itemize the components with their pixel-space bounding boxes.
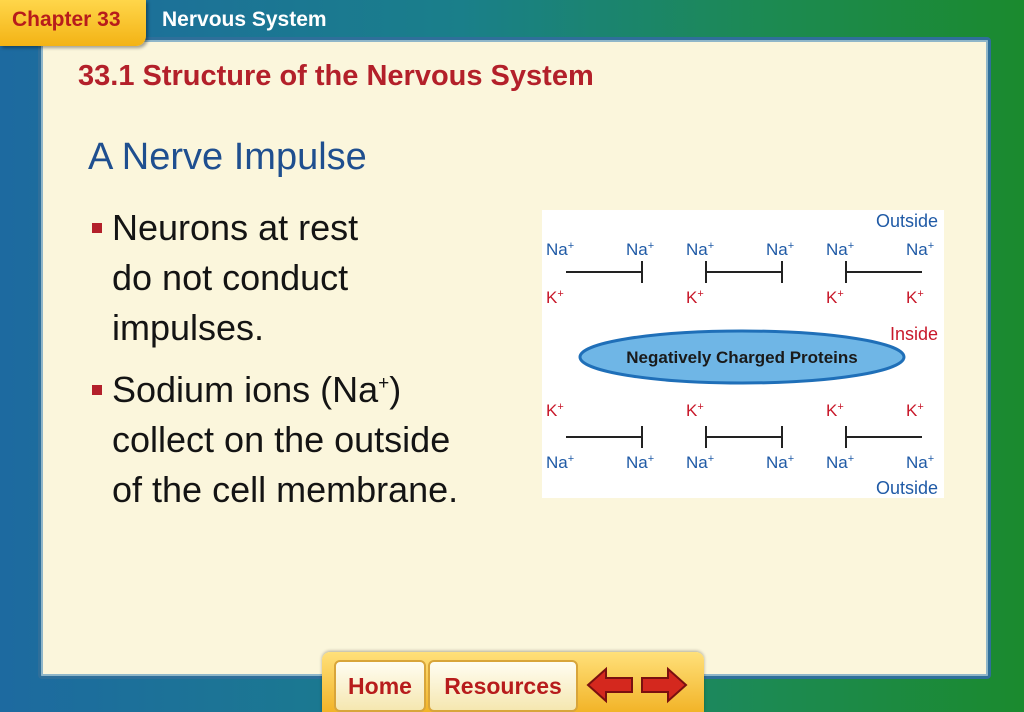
- membrane-diagram-svg: Outside Inside Outside Na+Na+Na+Na+Na+Na…: [546, 211, 938, 498]
- sodium-ion-label: Na+: [826, 240, 854, 259]
- sodium-ion-label: Na+: [766, 453, 794, 472]
- bullet-text: Sodium ions (Na+) collect on the outside…: [112, 369, 459, 510]
- navigation-bar: Home Resources: [322, 652, 704, 712]
- resources-button[interactable]: Resources: [428, 660, 578, 712]
- potassium-ion-label: K+: [826, 401, 844, 420]
- nerve-impulse-diagram: Outside Inside Outside Na+Na+Na+Na+Na+Na…: [542, 210, 944, 498]
- ion-labels: Na+ Na+ Na+ Na+ Na+ Na+ K+ K+ K+ K+ K+ K+ K+ K+ Na+ Na+…: [546, 240, 934, 472]
- bullet-marker: [92, 223, 102, 233]
- chapter-tab[interactable]: Chapter 33: [0, 0, 146, 46]
- inside-label: Inside: [890, 324, 938, 344]
- potassium-ion-label: K+: [906, 401, 924, 420]
- sodium-ion-label: Na+: [906, 453, 934, 472]
- sodium-ion-label: Na+: [546, 453, 574, 472]
- potassium-ion-label: K+: [906, 288, 924, 307]
- outside-top-label: Outside: [876, 211, 938, 231]
- outside-bottom-label: Outside: [876, 478, 938, 498]
- bullet-text: Neurons at rest do not conduct impulses.: [112, 207, 359, 348]
- section-title: 33.1 Structure of the Nervous System: [78, 60, 594, 92]
- left-arrow-icon[interactable]: [586, 666, 634, 704]
- sodium-ion-label: Na+: [546, 240, 574, 259]
- bullet-marker: [92, 385, 102, 395]
- home-button[interactable]: Home: [334, 660, 426, 712]
- sodium-ion-label: Na+: [826, 453, 854, 472]
- slide-heading: A Nerve Impulse: [88, 136, 367, 178]
- potassium-ion-label: K+: [546, 288, 564, 307]
- potassium-ion-label: K+: [686, 401, 704, 420]
- unit-title: Nervous System: [162, 8, 327, 31]
- sodium-ion-label: Na+: [686, 453, 714, 472]
- sodium-ion-label: Na+: [906, 240, 934, 259]
- potassium-ion-label: K+: [826, 288, 844, 307]
- membrane-segments: [566, 261, 922, 448]
- potassium-ion-label: K+: [546, 401, 564, 420]
- potassium-ion-label: K+: [686, 288, 704, 307]
- negatively-charged-proteins-ellipse: [578, 329, 906, 385]
- right-arrow-icon[interactable]: [640, 666, 688, 704]
- sodium-ion-label: Na+: [766, 240, 794, 259]
- sodium-ion-label: Na+: [626, 240, 654, 259]
- protein-label: Negatively Charged Proteins: [626, 348, 857, 367]
- sodium-ion-label: Na+: [626, 453, 654, 472]
- chapter-label: Chapter 33: [12, 8, 121, 31]
- sodium-ion-label: Na+: [686, 240, 714, 259]
